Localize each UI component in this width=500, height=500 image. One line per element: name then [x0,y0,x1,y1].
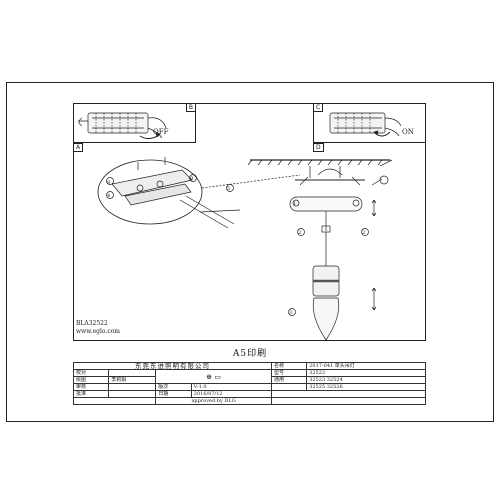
approved-by: approved by DLG [155,397,272,405]
callout-5: 5 [227,186,230,192]
terminal-block-off-illustration [78,112,167,140]
version-label: 版次 [155,383,192,391]
terminal-block-on-illustration [329,112,402,137]
panel-b-tag: B [185,104,195,112]
callout-4: 4 [107,193,110,199]
mounting-bracket-detail [97,157,301,229]
model-info: BLA32522 www.eglo.com [76,320,120,336]
projection-symbol: ⊕ ▭ [155,369,272,384]
panel-c-tag: C [314,104,324,112]
applies-1: 32523 32524 [306,376,426,384]
model-value: 32522 [306,369,426,377]
callout-8: 8 [107,180,110,186]
callout-2: 2 [298,230,301,236]
callout-2b: 2 [362,230,365,236]
pendant-assembly [247,159,393,341]
role-check: 校对 [72,369,110,377]
date-value: 2016/07/12 [190,390,272,398]
title-block: 东莞东进照明有限公司 名称 2017-041 单头吊灯 校对 ⊕ ▭ 型号 32… [72,362,427,405]
role-approve: 批准 [72,390,110,398]
model-code: BLA32522 [76,320,108,327]
company-name: 东莞东进照明有限公司 [73,362,272,370]
callout-1: 1 [293,201,296,207]
on-label: ON [402,128,414,136]
website: www.eglo.com [76,328,120,335]
name-label: 名称 [270,362,308,370]
callout-9: 9 [190,176,193,182]
applies-2: 32525 32526 [306,383,426,391]
page-frame [6,82,494,422]
panel-a-tag: A [73,143,84,152]
model-label: 型号 [270,369,308,377]
drawer-name: 李莉娟 [108,376,157,384]
role-draw: 绘图 [72,376,110,384]
callout-3: 3 [289,310,292,316]
panel-d-tag: D [313,143,324,152]
instruction-sheet [73,103,426,341]
version-value: V-1.0 [190,383,272,391]
off-label: OFF [153,128,169,136]
print-size-caption: A5印刷 [232,349,268,359]
applies-label: 通用 [270,376,308,384]
name-value: 2017-041 单头吊灯 [306,362,426,370]
role-review: 审核 [72,383,110,391]
date-label: 日期 [155,390,192,398]
